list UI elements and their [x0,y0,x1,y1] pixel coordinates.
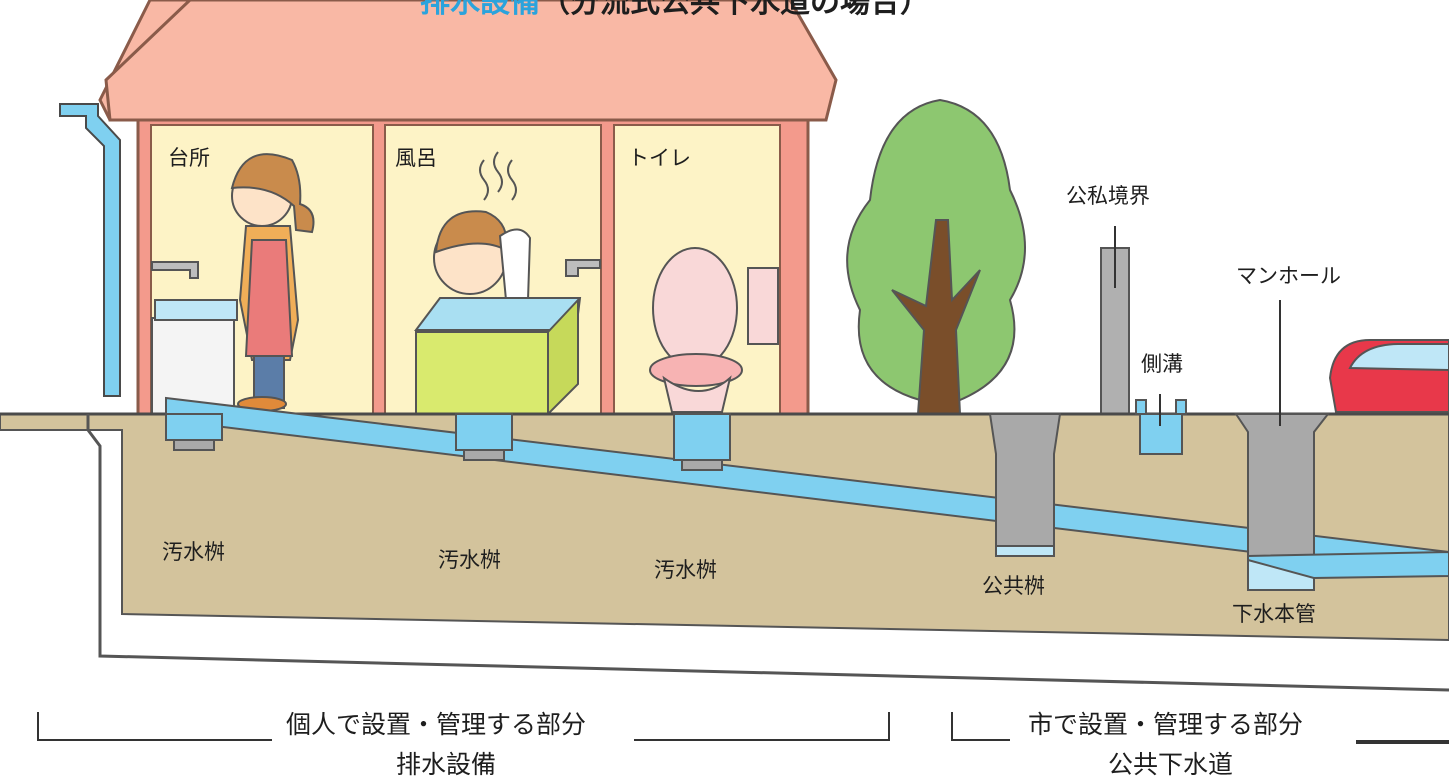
title-sub: （分流式公共下水道の場合） [540,0,930,20]
label-gutter: 側溝 [1141,352,1183,376]
public-basin [988,413,1062,547]
kitchen-faucet [151,261,199,279]
toilet-base [662,375,732,413]
woman-apron [244,239,294,357]
toilet-tank [747,267,779,345]
foundation-outline [86,414,1449,692]
child-hair [434,210,508,254]
city-section-bracket-left [951,712,1010,741]
steam-lines [479,151,517,201]
diagram-title: 排水設備（分流式公共下水道の場合） [420,0,930,18]
rain-downspout [59,103,121,397]
city-section-label: 市で設置・管理する部分 [1028,710,1304,739]
sewage-basin-kitchen [165,413,223,441]
city-section-name: 公共下水道 [1108,750,1234,779]
car-window [1348,343,1449,372]
title-main: 排水設備 [420,0,540,20]
label-sewage-basin-toilet: 汚水桝 [654,558,717,582]
public-basin-base [995,545,1055,557]
toilet-lid [652,247,738,369]
label-public-basin: 公共桝 [982,574,1045,598]
sewage-basin-toilet [673,413,731,461]
label-sewage-basin-kitchen: 汚水桝 [162,540,225,564]
house-roof-main [104,0,838,122]
label-manhole: マンホール [1236,264,1341,288]
sewage-basin-kitchen-base [173,439,215,451]
bath-faucet [565,259,601,277]
sink-basin-water [154,299,238,321]
room-label-kitchen: 台所 [168,146,210,170]
bathtub-top [414,297,582,331]
sewage-basin-bath-base [463,449,505,461]
private-section-label: 個人で設置・管理する部分 [286,710,587,739]
sewage-basin-bath [455,413,513,451]
private-section-bracket-right [634,712,890,741]
manhole-shaft [1234,413,1331,557]
private-section-name: 排水設備 [396,750,497,779]
room-label-toilet: トイレ [628,146,691,170]
toilet-bowl [649,353,743,387]
private-section-bracket-left [37,712,272,741]
kitchen-sink [151,317,235,415]
label-main-sewer: 下水本管 [1232,602,1316,626]
room-label-bath: 風呂 [395,146,437,170]
label-sewage-basin-bath: 汚水桝 [438,548,501,572]
label-boundary: 公私境界 [1066,184,1150,208]
bathtub-side [547,297,579,417]
bathtub-front [415,331,549,415]
woman-hair [230,153,315,234]
main-sewer-cap [1247,558,1315,591]
towel [498,228,532,301]
ground [0,413,1449,642]
sewage-basin-toilet-base [681,459,723,471]
